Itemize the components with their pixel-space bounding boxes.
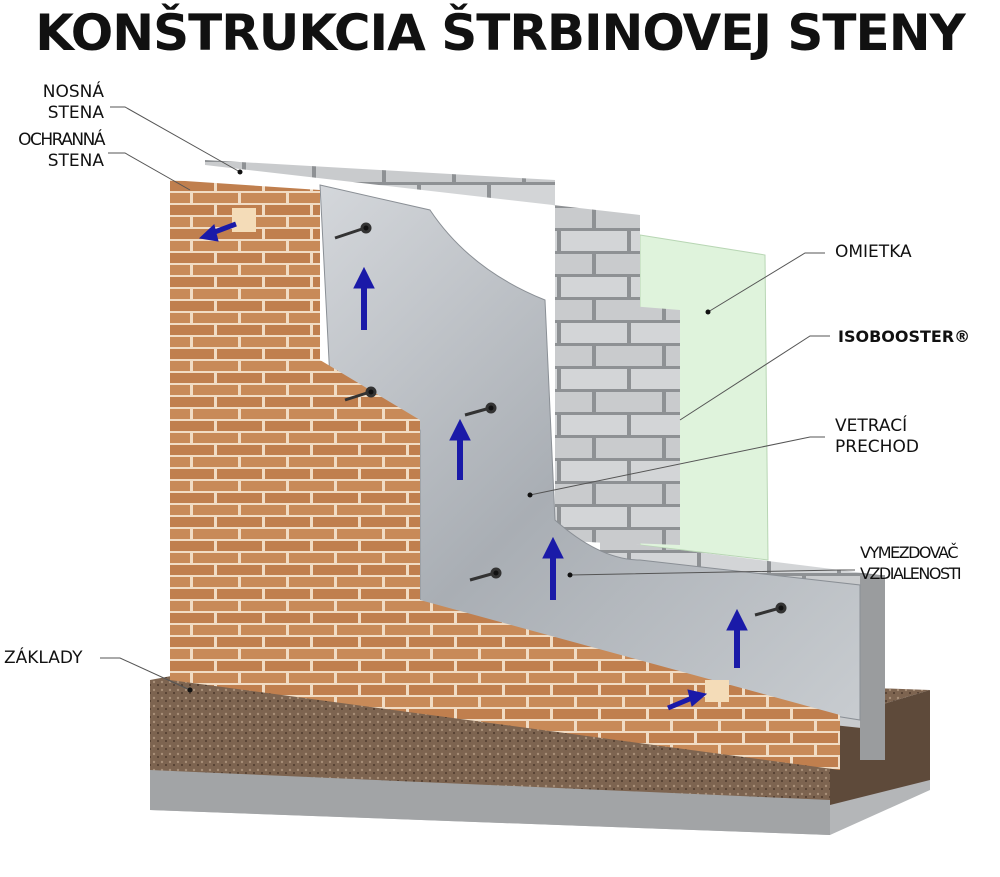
label-load-wall-line1: NOSNÁ bbox=[42, 82, 104, 102]
label-foundation: ZÁKLADY bbox=[4, 648, 83, 668]
label-load-wall: NOSNÁ STENA bbox=[0, 82, 104, 124]
vent-bottom bbox=[705, 680, 729, 702]
label-spacer-line1: VYMEZDOVAČ bbox=[860, 543, 958, 562]
label-isobooster: ISOBOOSTER® bbox=[838, 327, 971, 346]
label-ventilation-line1: VETRACÍ bbox=[835, 416, 908, 436]
airflow-arrows bbox=[198, 221, 748, 711]
label-load-wall-line2: STENA bbox=[47, 103, 104, 123]
label-protective-wall-line2: STENA bbox=[47, 151, 104, 171]
label-protective-wall-line1: OCHRANNÁ bbox=[18, 130, 105, 150]
label-protective-wall: OCHRANNÁ STENA bbox=[0, 130, 105, 172]
spacer-anchors bbox=[334, 222, 787, 617]
label-ventilation-line2: PRECHOD bbox=[835, 437, 919, 457]
diagram-title: KONŠTRUKCIA ŠTRBINOVEJ STENY bbox=[35, 4, 966, 62]
leader-lines bbox=[100, 106, 855, 691]
label-ventilation: VETRACÍ PRECHOD bbox=[835, 416, 919, 458]
vent-top bbox=[232, 208, 256, 232]
isobooster-foil bbox=[319, 184, 861, 721]
label-plaster: OMIETKA bbox=[835, 242, 912, 262]
label-spacer: VYMEZDOVAČ VZDIALENOSTI bbox=[860, 542, 962, 584]
label-spacer-line2: VZDIALENOSTI bbox=[860, 564, 962, 583]
protective-brick-wall bbox=[170, 180, 840, 770]
